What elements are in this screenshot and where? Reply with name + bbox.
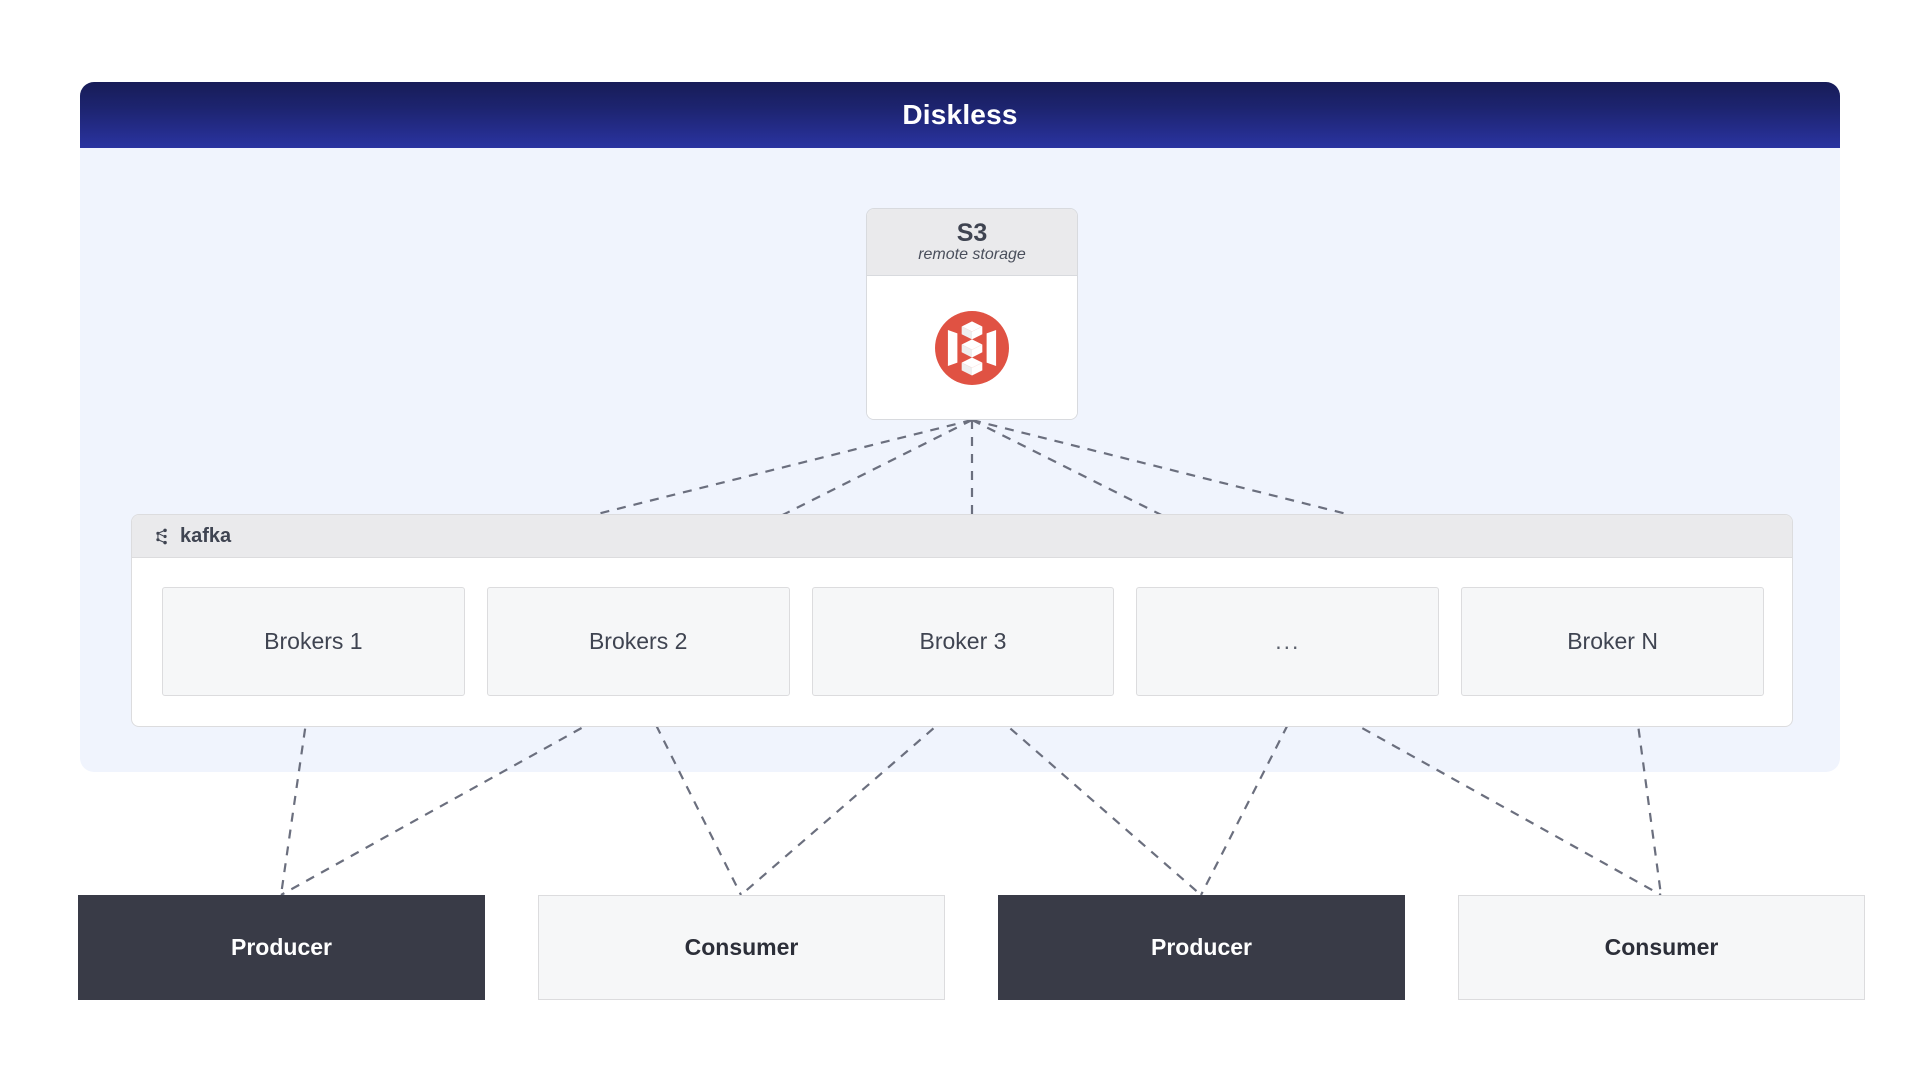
s3-node-header: S3 remote storage	[867, 209, 1077, 276]
broker-node-1[interactable]: Brokers 1	[162, 587, 465, 696]
client-consumer-1[interactable]: Consumer	[538, 895, 945, 1000]
client-consumer-2[interactable]: Consumer	[1458, 895, 1865, 1000]
s3-subtitle: remote storage	[918, 246, 1026, 264]
client-row: Producer Consumer Producer Consumer	[0, 895, 1920, 1000]
client-producer-1[interactable]: Producer	[78, 895, 485, 1000]
broker-row: Brokers 1 Brokers 2 Broker 3 ... Broker …	[162, 587, 1764, 696]
broker-node-2[interactable]: Brokers 2	[486, 587, 790, 696]
broker-node-ellipsis[interactable]: ...	[1136, 587, 1440, 696]
broker-node-n[interactable]: Broker N	[1461, 587, 1764, 696]
s3-storage-node[interactable]: S3 remote storage	[866, 208, 1078, 420]
page-title: Diskless	[902, 99, 1018, 130]
kafka-cluster-group: kafka Brokers 1 Brokers 2 Broker 3 ... B…	[131, 514, 1793, 727]
kafka-cluster-header: kafka	[132, 515, 1792, 558]
broker-node-3[interactable]: Broker 3	[811, 587, 1115, 696]
diskless-panel-header: Diskless	[80, 82, 1840, 148]
s3-title: S3	[956, 218, 988, 247]
kafka-icon	[156, 528, 167, 544]
s3-node-body	[867, 276, 1077, 419]
aws-s3-bucket-icon	[935, 311, 1009, 385]
client-producer-2[interactable]: Producer	[998, 895, 1405, 1000]
kafka-cluster-label: kafka	[180, 524, 232, 547]
kafka-cluster-body: Brokers 1 Brokers 2 Broker 3 ... Broker …	[132, 558, 1792, 726]
